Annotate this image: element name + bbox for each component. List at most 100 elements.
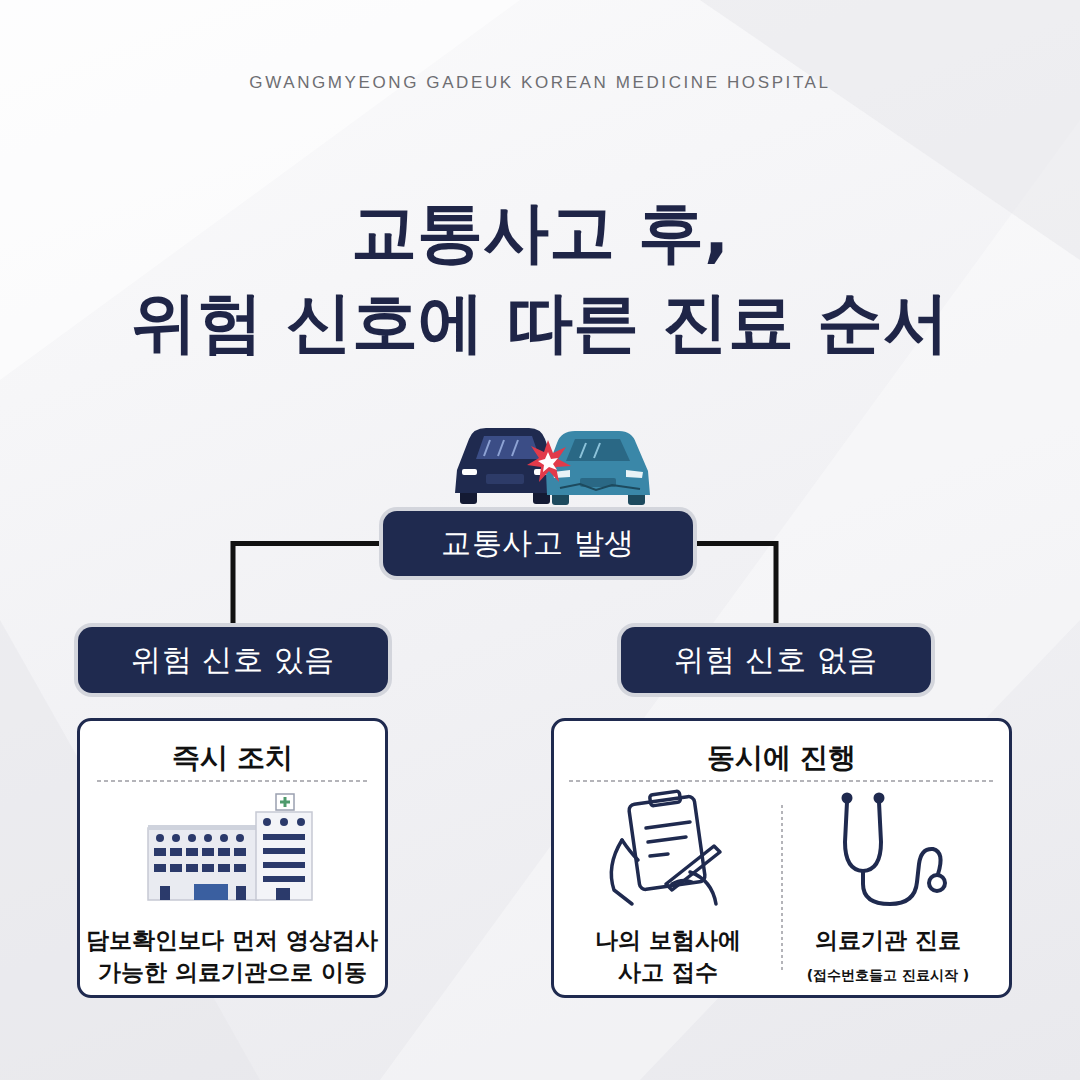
hospital-illustration <box>234 864 246 872</box>
hospital-illustration <box>263 818 305 900</box>
stethoscope-icon <box>844 795 851 802</box>
hospital-illustration <box>263 848 305 854</box>
bg-shape <box>0 0 520 380</box>
connector-line <box>693 544 776 628</box>
hospital-illustration <box>160 886 170 900</box>
hospital-illustration <box>263 834 305 840</box>
stethoscope-icon <box>845 802 881 871</box>
hospital-illustration <box>202 848 214 856</box>
hospital-illustration <box>154 864 166 872</box>
hospital-illustration <box>148 825 258 830</box>
crash-burst <box>527 440 571 482</box>
navy-car <box>455 428 556 504</box>
teal-car <box>546 431 650 505</box>
box-heading: 즉시 조치 <box>80 739 385 777</box>
box-text: 위험 신호 없음 <box>674 640 877 681</box>
hospital-illustration <box>204 834 212 842</box>
connector-line <box>233 544 383 628</box>
stethoscope-icon <box>844 795 946 905</box>
car-illustration <box>455 428 650 505</box>
hospital-illustration <box>218 848 230 856</box>
teal-car <box>553 470 570 478</box>
navy-car <box>476 436 540 459</box>
teal-car <box>580 478 616 487</box>
title-spacer <box>40 188 315 278</box>
hospital-illustration <box>220 834 228 842</box>
navy-car <box>455 428 556 493</box>
clipboard-icon <box>690 872 716 904</box>
title: 교통사고 후, 위험 신호에 따른 진료 순서 <box>40 188 1040 368</box>
title-spacer <box>765 188 1040 278</box>
box-text: 교통사고 발생 <box>441 523 634 564</box>
clipboard-icon <box>646 822 690 856</box>
teal-car <box>566 439 630 461</box>
site-label: GWANGMYEONG GADEUK KOREAN MEDICINE HOSPI… <box>0 73 1080 93</box>
navy-car <box>460 488 477 504</box>
hospital-illustration <box>236 886 246 900</box>
divider-line <box>97 780 368 782</box>
hospital-illustration <box>170 864 182 872</box>
hospital-illustration <box>186 848 198 856</box>
hospital-illustration <box>194 884 228 900</box>
hospital-illustration <box>256 812 312 900</box>
clipboard-icon <box>611 840 632 904</box>
hospital-illustration <box>276 794 294 810</box>
hospital-illustration <box>148 828 258 900</box>
navy-car <box>534 469 549 475</box>
hospital-illustration <box>186 864 198 872</box>
hospital-illustration <box>297 818 305 826</box>
branch-box: 위험 신호 있음 <box>78 627 388 693</box>
hospital-illustration <box>172 834 180 842</box>
stethoscope-icon <box>876 795 883 802</box>
box-text: 나의 보험사에 사고 접수 <box>583 924 753 988</box>
crash-burst <box>527 440 571 482</box>
clipboard-icon <box>649 791 680 806</box>
stethoscope-icon <box>863 849 941 904</box>
teal-car <box>560 484 640 490</box>
hospital-illustration <box>263 862 305 868</box>
clipboard-icon <box>611 791 720 904</box>
bg-shape <box>700 0 1080 260</box>
hospital-illustration <box>188 834 196 842</box>
action-card: 동시에 진행나의 보험사에 사고 접수 의료기관 진료 (접수번호들고 진료시작 ) <box>551 718 1012 998</box>
hospital-illustration <box>156 834 164 842</box>
clipboard-icon <box>666 846 720 890</box>
teal-car <box>546 431 650 495</box>
hospital-illustration <box>154 834 246 900</box>
navy-car <box>484 440 518 456</box>
clipboard-icon <box>622 840 638 860</box>
hospital-illustration <box>276 888 290 900</box>
clipboard-icon <box>672 880 692 884</box>
hospital-illustration <box>280 818 288 826</box>
box-text: 위험 신호 있음 <box>131 640 334 681</box>
hospital-illustration <box>280 797 290 807</box>
navy-car <box>533 488 550 504</box>
teal-car <box>580 443 600 458</box>
hospital-illustration <box>148 794 312 900</box>
teal-car <box>628 490 645 505</box>
hospital-illustration <box>170 848 182 856</box>
box-text: 담보확인보다 먼저 영상검사 가능한 의료기관으로 이동 <box>85 924 380 988</box>
stethoscope-icon <box>929 875 945 891</box>
divider-line <box>569 780 994 782</box>
crash-burst <box>538 452 558 472</box>
hospital-illustration <box>218 864 230 872</box>
navy-car <box>486 474 524 484</box>
hospital-illustration <box>263 818 271 826</box>
teal-car <box>626 470 643 478</box>
hospital-illustration <box>234 848 246 856</box>
hospital-illustration <box>263 876 305 882</box>
column-divider <box>781 805 783 970</box>
box-heading: 동시에 진행 <box>554 739 1009 777</box>
event-box: 교통사고 발생 <box>383 511 693 576</box>
action-card: 즉시 조치담보확인보다 먼저 영상검사 가능한 의료기관으로 이동 <box>77 718 388 998</box>
hospital-illustration <box>154 848 166 856</box>
box-text: (접수번호들고 진료시작 ) <box>785 965 991 985</box>
bg-shape <box>380 120 1080 1080</box>
box-text: 의료기관 진료 <box>785 924 991 956</box>
teal-car <box>552 490 569 505</box>
navy-car <box>462 469 477 475</box>
hospital-illustration <box>202 864 214 872</box>
